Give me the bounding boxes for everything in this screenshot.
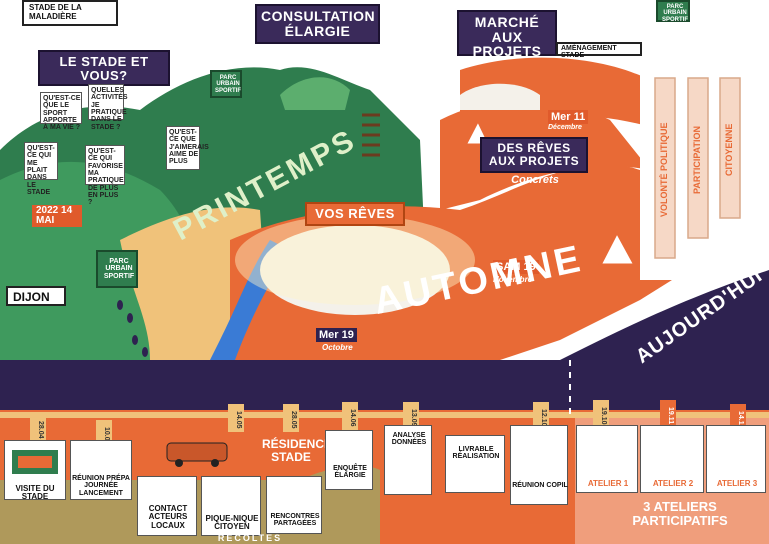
date-14-mai: 2022 14 MAI	[32, 205, 82, 227]
card-atelier-2: ATELIER 2	[640, 425, 704, 493]
timeline-tag: 19.11	[660, 400, 676, 432]
card-analyse-donnees: ANALYSE DONNÉES	[384, 425, 432, 495]
card-reunion-prepa: RÉUNION PRÉPA JOURNÉE LANCEMENT	[70, 440, 132, 500]
card-atelier-1: ATELIER 1	[576, 425, 638, 493]
parc-urbain-board: PARC URBAIN SPORTIF	[96, 250, 138, 288]
date-mer-11: Mer 11	[548, 110, 589, 124]
card-visite-du-stade: VISITE DU STADE	[4, 440, 66, 501]
banner-le-stade-et-vous: LE STADE ET VOUS?	[38, 50, 170, 86]
date-sam-19: SAM 19	[493, 260, 539, 274]
date-mer-19: Mer 19	[316, 328, 357, 342]
parc-urbain-board-top: PARC URBAIN SPORTIF	[656, 0, 690, 23]
timeline-tag: 14.05	[228, 404, 244, 436]
recoltes-label: RÉCOLTES	[217, 533, 283, 543]
timeline-tag: 28.04	[30, 414, 46, 446]
column-participation: PARTICIPATION	[692, 126, 702, 194]
question-card-3: QU'EST-CE QUI ME PLAIT DANS LE STADE	[24, 142, 58, 196]
date-novembre: Novembre	[493, 275, 533, 284]
banner-marche-aux-projets: MARCHÉ AUX PROJETS	[457, 10, 557, 59]
card-pique-nique: PIQUE-NIQUE CITOYEN	[201, 476, 261, 536]
card-reunion-copil: RÉUNION COPIL	[510, 425, 568, 505]
question-card-2: QUELLES ACTIVITÉS JE PRATIQUE DANS LE ST…	[88, 84, 128, 131]
date-octobre: Octobre	[322, 343, 353, 352]
timeline-tag: 14.06	[342, 402, 358, 434]
card-enquete-elargie: ENQUÊTE ÉLARGIE	[325, 430, 373, 490]
dijon-sign: DIJON	[6, 286, 66, 306]
question-card-1: QU'EST-CE QUE LE SPORT APPORTE À MA VIE …	[40, 92, 82, 131]
date-decembre: Décembre	[548, 124, 582, 131]
card-atelier-3: ATELIER 3	[706, 425, 766, 493]
question-card-4: QU'EST-CE QUI FAVORISE MA PRATIQUE DE PL…	[85, 145, 125, 206]
card-contact-acteurs: CONTACT ACTEURS LOCAUX	[137, 476, 197, 536]
card-rencontres: RENCONTRES PARTAGÉES	[266, 476, 322, 534]
card-livrable: LIVRABLE RÉALISATION	[445, 435, 505, 493]
card-residence-stade: RÉSIDENCE STADE	[260, 432, 332, 472]
banner-consultation-elargie: CONSULTATION ÉLARGIE	[255, 4, 380, 44]
banner-vos-reves: VOS RÊVES	[305, 202, 405, 226]
card-van-tour	[137, 432, 257, 472]
ateliers-participatifs-label: 3 ATELIERS PARTICIPATIFS	[632, 499, 728, 528]
column-volonte-politique: VOLONTÉ POLITIQUE	[659, 122, 669, 218]
timeline-tag: 28.05	[283, 404, 299, 436]
amenagement-stade-sign: AMÉNAGEMENT STADE	[556, 42, 642, 59]
stade-maladiere-label: STADE DE LA MALADIÈRE	[22, 0, 118, 26]
question-card-5: QU'EST-CE QUE J'AIMERAIS AIME DE PLUS	[166, 126, 209, 170]
timeline-tag: 19.10	[593, 400, 609, 432]
parc-urbain-board-small: PARC URBAIN SPORTIF	[210, 70, 242, 98]
banner-des-reves-aux-projets: DES RÊVES AUX PROJETS	[480, 137, 588, 173]
column-citoyenne: CITOYENNE	[724, 123, 734, 177]
concrets-label: Concrets	[511, 174, 559, 186]
